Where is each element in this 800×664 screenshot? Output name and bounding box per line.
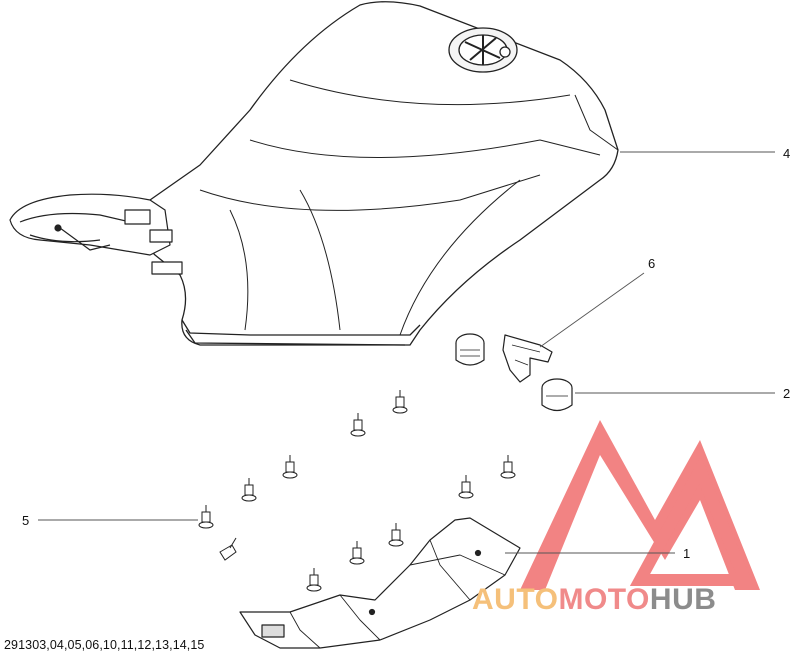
watermark-brand: AUTOMOTOHUB <box>472 583 716 617</box>
callout-1: 1 <box>683 546 691 561</box>
callout-6: 6 <box>648 256 656 271</box>
seat-tail-part <box>9 193 183 275</box>
leader-lines <box>38 151 775 554</box>
seat-base-plate-part <box>239 517 521 649</box>
grommet-part <box>455 333 485 366</box>
callout-4: 4 <box>783 146 791 161</box>
seat-latch-clip-part <box>502 334 553 383</box>
seat-part <box>129 1 619 346</box>
watermark-hub: HUB <box>649 583 717 616</box>
bolt-parts <box>198 390 516 592</box>
callout-5: 5 <box>22 513 30 528</box>
watermark-moto: MOTO <box>558 583 650 616</box>
watermark-auto: AUTO <box>472 583 559 616</box>
diagram-code-footer: 291303,04,05,06,10,11,12,13,14,15 <box>4 638 205 652</box>
grommet-part-2 <box>541 378 573 412</box>
watermark-logo-icon <box>520 420 760 590</box>
callout-2: 2 <box>783 386 791 401</box>
